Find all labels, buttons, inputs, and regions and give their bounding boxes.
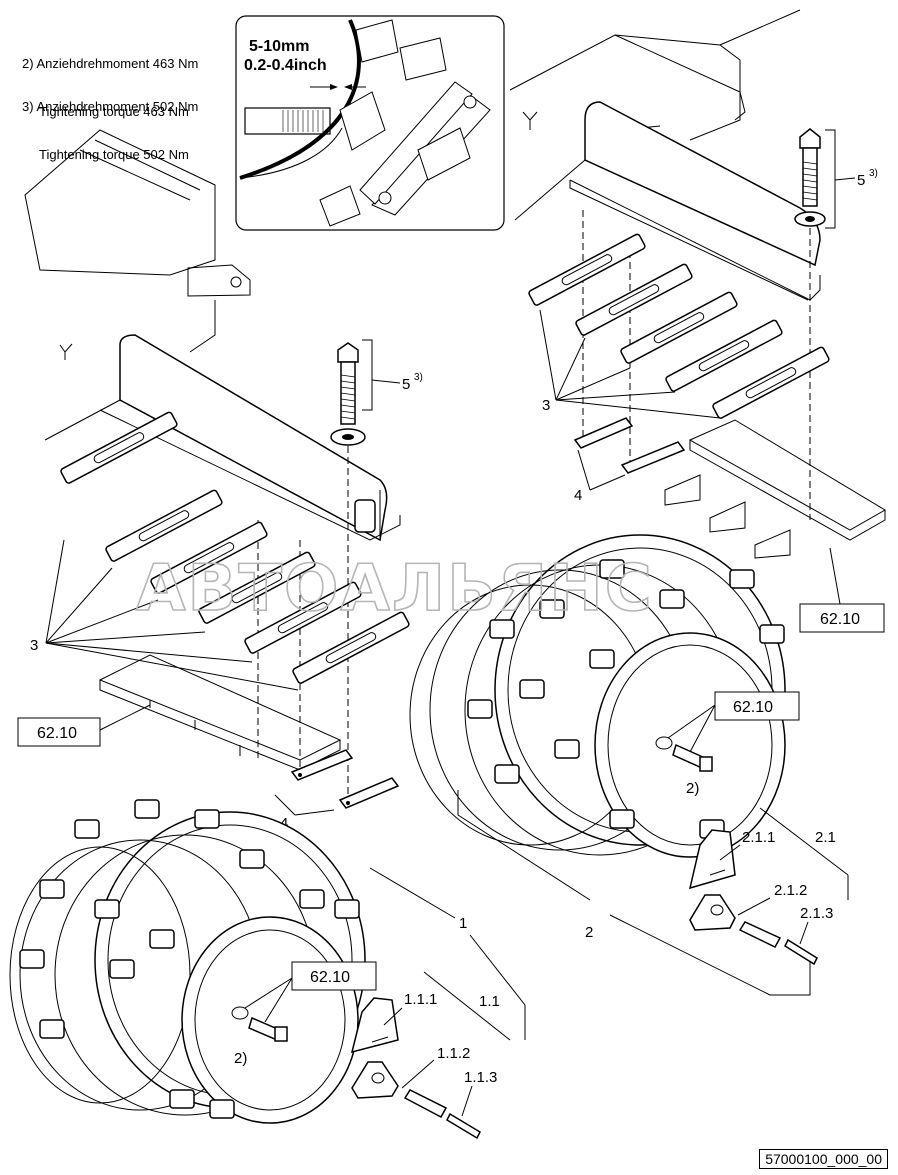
right-bolt-bracket <box>825 129 836 229</box>
left-ref-box-label: 62.10 <box>37 725 77 742</box>
right-plate-leaders <box>539 309 721 419</box>
right-plate-callout: 3 <box>542 397 550 414</box>
torque-note-3: 3) Anziehdrehmoment 502 Nm Tightening to… <box>22 67 198 195</box>
right-ref-box-label: 62.10 <box>820 611 860 628</box>
wheel-1-callout: 1 <box>459 915 467 932</box>
left-bolt-note: 3) <box>414 372 423 383</box>
right-scraper-bar <box>514 101 821 301</box>
left-scraper-bar <box>44 334 401 542</box>
right-wheel-ref-box <box>714 691 800 721</box>
tooth-2-1-callout: 2.1.1 <box>742 829 775 846</box>
tooth-2-bracket <box>759 807 849 876</box>
right-wheel-torque-note: 2) <box>686 780 699 797</box>
left-bolt <box>257 342 366 800</box>
tooth-1-callout: 1.1 <box>479 993 500 1010</box>
tooth-1-3-callout: 1.1.3 <box>464 1069 497 1086</box>
left-plate-leaders <box>45 539 299 691</box>
right-padfoot-wheel <box>409 534 786 858</box>
tooth-2-2-callout: 2.1.2 <box>774 882 807 899</box>
right-frame <box>509 9 801 141</box>
torque-note-3-english: Tightening torque 502 Nm <box>39 147 189 162</box>
document-id: 57000100_000_00 <box>759 1149 888 1169</box>
right-backing-plate <box>664 419 886 559</box>
tooth-2-3-callout: 2.1.3 <box>800 905 833 922</box>
watermark: АВТОАЛЬЯНС <box>136 552 654 626</box>
left-scraper-plates <box>60 411 410 684</box>
left-plate-callout: 3 <box>30 637 38 654</box>
right-spacers <box>573 417 686 474</box>
torque-note-2-english: Tightening torque 463 Nm <box>39 104 189 119</box>
left-ref-box <box>17 717 101 747</box>
tooth-set-1 <box>350 997 481 1140</box>
tooth-2-callout: 2.1 <box>815 829 836 846</box>
wheel-2-leader <box>457 790 591 901</box>
left-spacer-callout: 4 <box>280 815 288 832</box>
gap-inch-label: 0.2-0.4inch <box>244 57 327 74</box>
left-spacers <box>290 749 400 809</box>
right-bolt-note: 3) <box>869 168 878 179</box>
y-marker-right <box>522 111 538 130</box>
tooth-set-2 <box>688 829 818 966</box>
gap-detail-inset: 5-10mm 0.2-0.4inch <box>235 15 505 231</box>
tooth-1-2-callout: 1.1.2 <box>437 1045 470 1062</box>
wheel-1-leader <box>369 867 456 919</box>
right-scraper-plates <box>528 233 830 419</box>
left-wheel-torque-note: 2) <box>234 1050 247 1067</box>
right-ref-box <box>799 603 885 633</box>
left-bolt-bracket <box>362 339 373 411</box>
left-bolt-callout: 5 <box>402 376 410 393</box>
gap-mm-label: 5-10mm <box>249 38 309 55</box>
torque-note-2: 2) Anziehdrehmoment 463 Nm Tightening to… <box>22 24 198 152</box>
right-spacer-callout: 4 <box>574 487 582 504</box>
right-wheel-ref-box-label: 62.10 <box>733 699 773 716</box>
left-wheel-ref-box <box>291 961 377 991</box>
y-marker-left <box>59 343 73 360</box>
torque-note-3-german: 3) Anziehdrehmoment 502 Nm <box>22 99 199 114</box>
left-wheel-ref-box-label: 62.10 <box>310 969 350 986</box>
tooth-1-1-callout: 1.1.1 <box>404 991 437 1008</box>
right-bolt-callout: 5 <box>857 172 865 189</box>
wheel-2-callout: 2 <box>585 924 593 941</box>
tooth-1-bracket <box>423 971 511 1041</box>
torque-note-2-german: 2) Anziehdrehmoment 463 Nm <box>22 56 199 71</box>
left-frame <box>24 129 251 353</box>
